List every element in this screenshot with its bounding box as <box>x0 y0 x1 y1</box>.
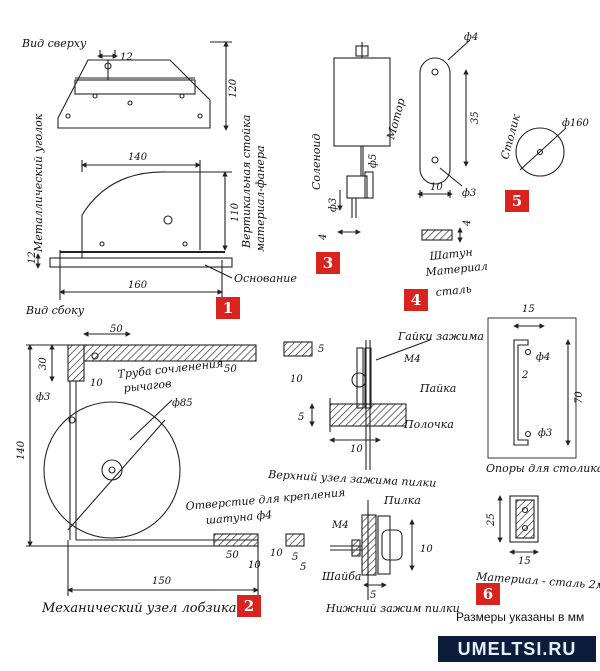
dim-10-bottom: 10 <box>248 560 261 571</box>
dim-f4-rod: ф4 <box>464 32 478 43</box>
site-watermark: UMELTSI.RU <box>438 636 596 662</box>
levers-label: рычагов <box>123 377 172 395</box>
dim-12-left: 12 <box>27 251 38 264</box>
table-label: Столик <box>498 112 523 160</box>
clamp-m4b-label: М4 <box>331 520 349 531</box>
upper-clamp-caption: Верхний узел зажима пилки <box>267 468 437 490</box>
side-view-label: Вид сбоку <box>25 304 85 317</box>
support-dim-2: 2 <box>521 370 528 381</box>
dim-5-part: 5 <box>318 344 324 355</box>
clamp-dim-5: 5 <box>298 412 304 423</box>
dim-5-part-c: 5 <box>300 562 306 573</box>
lower-clamp-caption: Нижний зажим пилки <box>325 602 460 615</box>
solder-label: Пайка <box>419 382 456 395</box>
support-dim-f4: ф4 <box>536 352 550 363</box>
dim-50-arm: 50 <box>224 364 237 375</box>
table-disc <box>515 127 567 177</box>
badge-3: 3 <box>316 252 340 274</box>
dim-30: 30 <box>38 357 49 370</box>
clamp-nuts-label: Гайки зажима <box>397 330 484 343</box>
badge-5: 5 <box>505 190 529 212</box>
badge-1: 1 <box>216 297 240 319</box>
dim-140-mech: 140 <box>16 440 27 460</box>
dim-150: 150 <box>152 576 172 587</box>
table-supports <box>487 317 577 555</box>
dim-f3-mech: ф3 <box>36 392 50 403</box>
angle-label: Металлический уголок <box>32 113 45 253</box>
rod-label: Шатун <box>428 246 473 264</box>
dim-f85: ф85 <box>172 398 193 409</box>
rod-steel-label: сталь <box>435 282 472 299</box>
upper-clamp <box>309 339 431 470</box>
mechanism-caption: Механический узел лобзика <box>41 601 236 616</box>
vertical-post-label: Вертикальная стойка <box>240 115 253 249</box>
dim-f160: ф160 <box>562 118 590 129</box>
lower-clamp <box>330 500 415 600</box>
clamp-dim-10b: 10 <box>420 544 433 555</box>
supports-caption: Опоры для столика <box>486 462 600 475</box>
dim-f5-motor: ф5 <box>368 154 379 168</box>
holes-label-2: шатуна ф4 <box>205 508 273 527</box>
top-view <box>57 41 232 131</box>
dim-110: 110 <box>230 202 241 222</box>
clamp-m4-label: М4 <box>403 354 421 365</box>
badge-4: 4 <box>404 289 428 311</box>
top-view-label: Вид сверху <box>21 37 87 50</box>
dim-10-pivot: 10 <box>90 378 103 389</box>
shelf-label: Полочка <box>403 418 454 431</box>
mechanism-view <box>26 331 313 596</box>
dim-5-part-b: 5 <box>292 552 298 563</box>
dim-4-motor: 4 <box>318 234 329 241</box>
dim-160: 160 <box>128 280 148 291</box>
dim-140-side: 140 <box>128 152 148 163</box>
dim-4-rod: 4 <box>462 220 473 227</box>
saw-label: Пилка <box>383 494 421 507</box>
support-dim-15: 15 <box>522 304 535 315</box>
clamp-dim-5b: 5 <box>370 590 376 601</box>
units-note: Размеры указаны в мм <box>456 610 585 624</box>
dim-50-top: 50 <box>110 324 123 335</box>
washer-label: Шайба <box>321 570 361 583</box>
dim-10-part-b: 10 <box>270 548 283 559</box>
plywood-label: материал-фанера <box>254 145 267 252</box>
solenoid-label: Соленоид <box>310 133 323 190</box>
support-dim-70: 70 <box>574 391 585 404</box>
dim-12-top: 12 <box>120 52 133 63</box>
support-dim-f3: ф3 <box>538 428 552 439</box>
support-dim-15b: 15 <box>518 556 531 567</box>
dim-10-rod: 10 <box>430 182 443 193</box>
dim-35: 35 <box>470 111 481 124</box>
badge-2: 2 <box>237 595 261 617</box>
dim-10-part: 10 <box>290 374 303 385</box>
clamp-dim-10: 10 <box>350 444 363 455</box>
base-label: Основание <box>234 272 297 285</box>
connecting-rod <box>417 39 471 243</box>
dim-f3-rod: ф3 <box>462 188 476 199</box>
dim-f3-motor: ф3 <box>328 198 339 212</box>
motor-assembly <box>333 42 391 235</box>
side-view <box>35 160 233 300</box>
motor-label: Мотор <box>384 97 408 142</box>
dim-120: 120 <box>228 78 239 98</box>
support-dim-25: 25 <box>486 513 497 527</box>
dim-50-bottom: 50 <box>226 550 239 561</box>
badge-6: 6 <box>476 583 500 605</box>
